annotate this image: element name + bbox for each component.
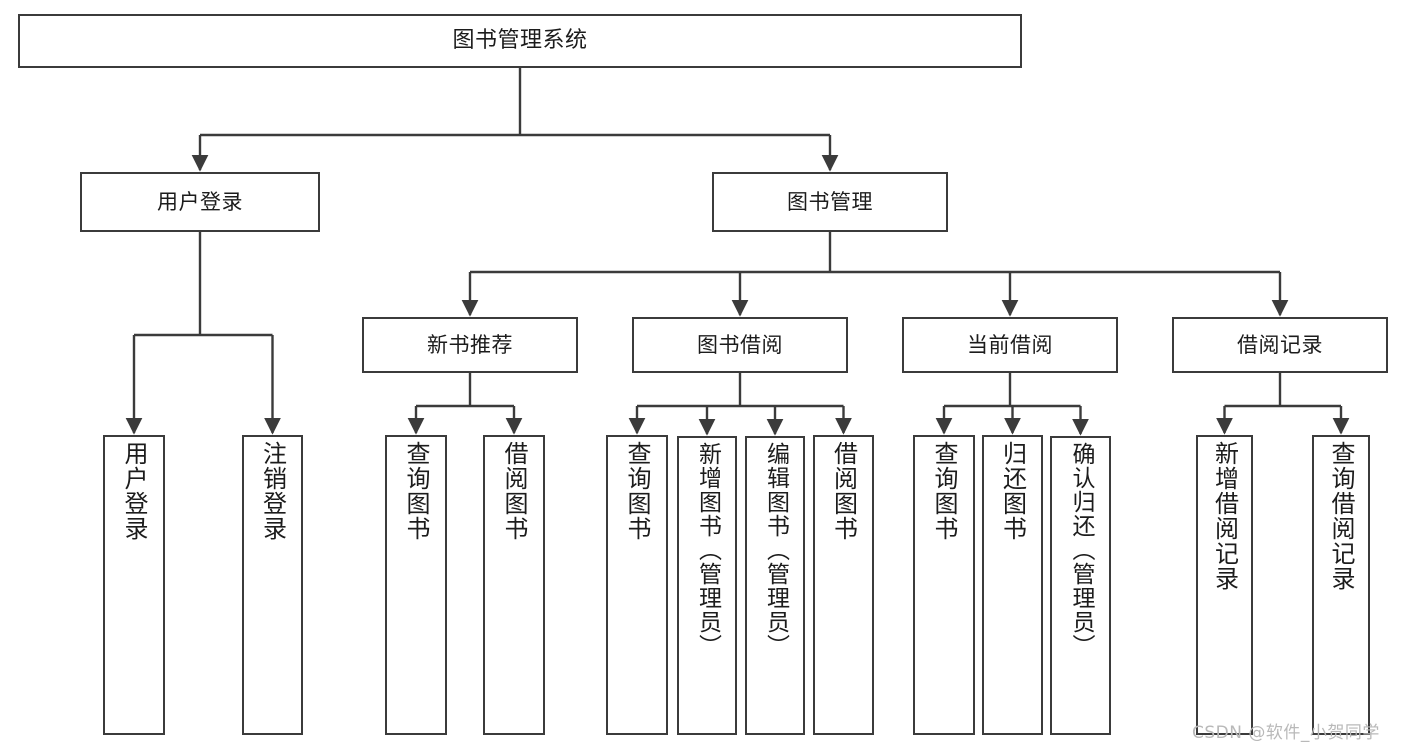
node-leaf-add-borrow-record-label: 新增借阅记录 [1210, 441, 1239, 591]
node-leaf-add-book-admin[interactable]: 新增图书（管理员） [677, 436, 737, 735]
node-leaf-query-book-1-label: 查询图书 [402, 441, 430, 541]
node-leaf-edit-book-admin-label: 编辑图书（管理员） [762, 442, 789, 658]
node-book-management-label: 图书管理 [787, 189, 873, 214]
node-leaf-return-book[interactable]: 归还图书 [982, 435, 1043, 735]
node-leaf-add-borrow-record[interactable]: 新增借阅记录 [1196, 435, 1253, 735]
node-leaf-query-book-3[interactable]: 查询图书 [913, 435, 975, 735]
node-leaf-user-login[interactable]: 用户登录 [103, 435, 165, 735]
node-leaf-return-book-label: 归还图书 [998, 441, 1027, 541]
node-current-borrow-label: 当前借阅 [967, 332, 1053, 357]
node-leaf-query-borrow-record-label: 查询借阅记录 [1327, 441, 1355, 591]
node-borrow-record-label: 借阅记录 [1237, 332, 1323, 357]
node-leaf-query-book-1[interactable]: 查询图书 [385, 435, 447, 735]
node-leaf-borrow-book-1-label: 借阅图书 [500, 441, 528, 541]
node-user-login-label: 用户登录 [157, 189, 243, 214]
csdn-watermark: CSDN @软件_小贺同学 [1192, 723, 1380, 743]
node-borrow-record[interactable]: 借阅记录 [1172, 317, 1388, 373]
node-leaf-query-borrow-record[interactable]: 查询借阅记录 [1312, 435, 1370, 735]
node-leaf-user-login-label: 用户登录 [120, 441, 148, 541]
node-leaf-confirm-return-admin-label: 确认归还（管理员） [1068, 442, 1094, 658]
node-leaf-add-book-admin-label: 新增图书（管理员） [694, 442, 721, 658]
node-leaf-query-book-2[interactable]: 查询图书 [606, 435, 668, 735]
node-book-borrow[interactable]: 图书借阅 [632, 317, 848, 373]
node-leaf-query-book-3-label: 查询图书 [930, 441, 958, 541]
node-leaf-query-book-2-label: 查询图书 [623, 441, 651, 541]
node-leaf-borrow-book-2[interactable]: 借阅图书 [813, 435, 874, 735]
node-leaf-logout-label: 注销登录 [258, 441, 287, 541]
node-current-borrow[interactable]: 当前借阅 [902, 317, 1118, 373]
node-new-book-recommend[interactable]: 新书推荐 [362, 317, 578, 373]
node-leaf-borrow-book-1[interactable]: 借阅图书 [483, 435, 545, 735]
node-user-login[interactable]: 用户登录 [80, 172, 320, 232]
node-root[interactable]: 图书管理系统 [18, 14, 1022, 68]
node-new-book-recommend-label: 新书推荐 [427, 332, 513, 357]
node-leaf-confirm-return-admin[interactable]: 确认归还（管理员） [1050, 436, 1111, 735]
node-root-label: 图书管理系统 [452, 28, 588, 54]
node-leaf-edit-book-admin[interactable]: 编辑图书（管理员） [745, 436, 805, 735]
node-book-management[interactable]: 图书管理 [712, 172, 948, 232]
node-leaf-borrow-book-2-label: 借阅图书 [829, 441, 858, 541]
node-book-borrow-label: 图书借阅 [697, 332, 783, 357]
node-leaf-logout[interactable]: 注销登录 [242, 435, 303, 735]
